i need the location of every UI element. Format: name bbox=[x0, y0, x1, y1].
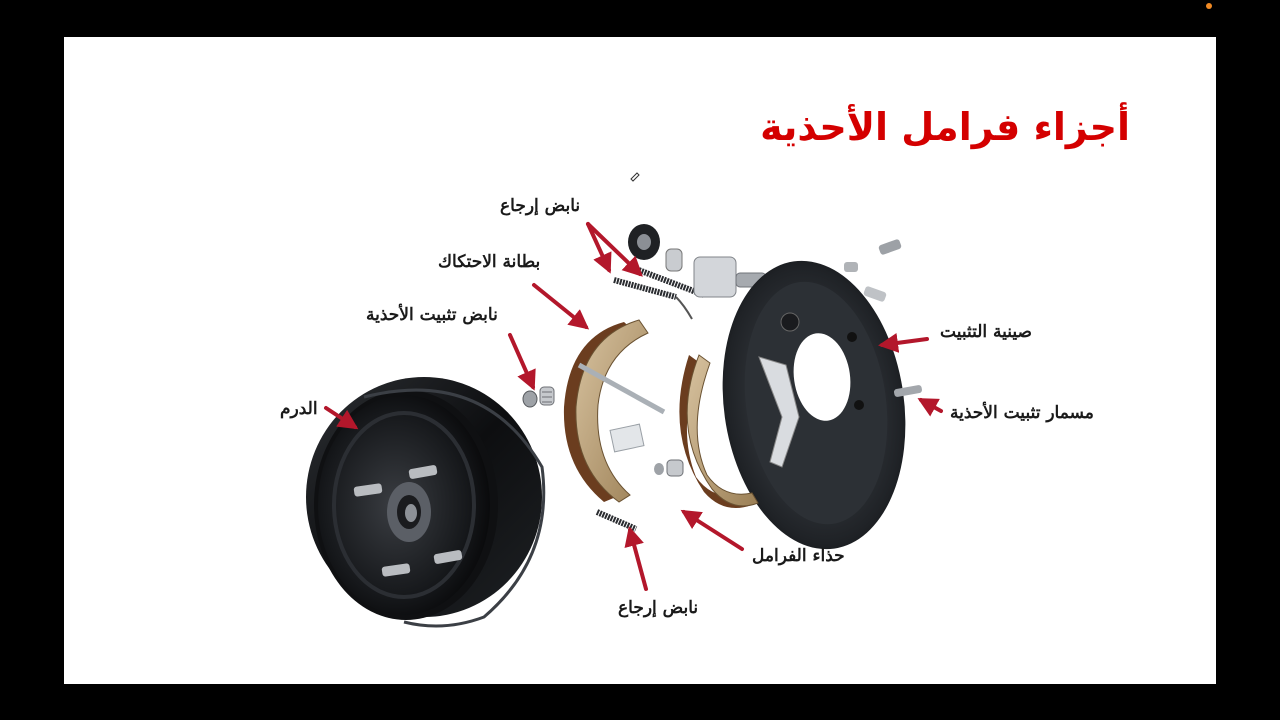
adjuster-parts bbox=[654, 239, 923, 477]
return-spring-bottom-part bbox=[595, 509, 638, 532]
arrow-brake-shoe bbox=[680, 509, 744, 551]
arrow-return-spring-bottom bbox=[624, 526, 648, 591]
arrow-drum bbox=[324, 406, 359, 430]
brake-exploded-diagram bbox=[306, 172, 943, 628]
label-backing-plate: صينية التثبيت bbox=[940, 322, 1032, 342]
wheel-cylinder bbox=[628, 224, 767, 298]
arrow-shoe-hold-spring bbox=[508, 333, 536, 391]
arrow-return-spring-top-2 bbox=[586, 222, 643, 277]
wheel-stud bbox=[433, 550, 463, 564]
brake-shoe-left bbox=[563, 319, 666, 503]
slide: أجزاء فرامل الأحذية bbox=[64, 37, 1216, 684]
wheel-stud bbox=[353, 483, 383, 497]
label-return-spring-top: نابض إرجاع bbox=[500, 196, 581, 216]
label-shoe-hold-pin: مسمار تثبيت الأحذية bbox=[950, 403, 1094, 423]
return-spring-top-part bbox=[613, 266, 706, 320]
arrow-shoe-hold-pin bbox=[917, 398, 943, 417]
arrow-backing-plate bbox=[878, 332, 929, 353]
recording-indicator-dot bbox=[1206, 3, 1212, 9]
brake-drum bbox=[306, 377, 546, 628]
arrow-friction-lining bbox=[532, 283, 590, 330]
slide-title: أجزاء فرامل الأحذية bbox=[760, 105, 1130, 149]
wheel-stud bbox=[381, 563, 411, 577]
wheel-stud bbox=[408, 465, 438, 479]
label-return-spring-bottom: نابض إرجاع bbox=[618, 598, 699, 618]
shoe-hold-spring-part bbox=[522, 386, 555, 408]
pen-cursor-icon bbox=[630, 172, 640, 182]
brake-shoe-right bbox=[679, 354, 759, 509]
arrow-return-spring-top-1 bbox=[586, 222, 612, 274]
label-friction-lining: بطانة الاحتكاك bbox=[438, 252, 541, 272]
backing-plate-part bbox=[722, 260, 906, 550]
label-drum: الدرم bbox=[280, 399, 318, 419]
label-brake-shoe: حذاء الفرامل bbox=[752, 546, 845, 566]
label-shoe-hold-spring: نابض تثبيت الأحذية bbox=[366, 305, 498, 325]
